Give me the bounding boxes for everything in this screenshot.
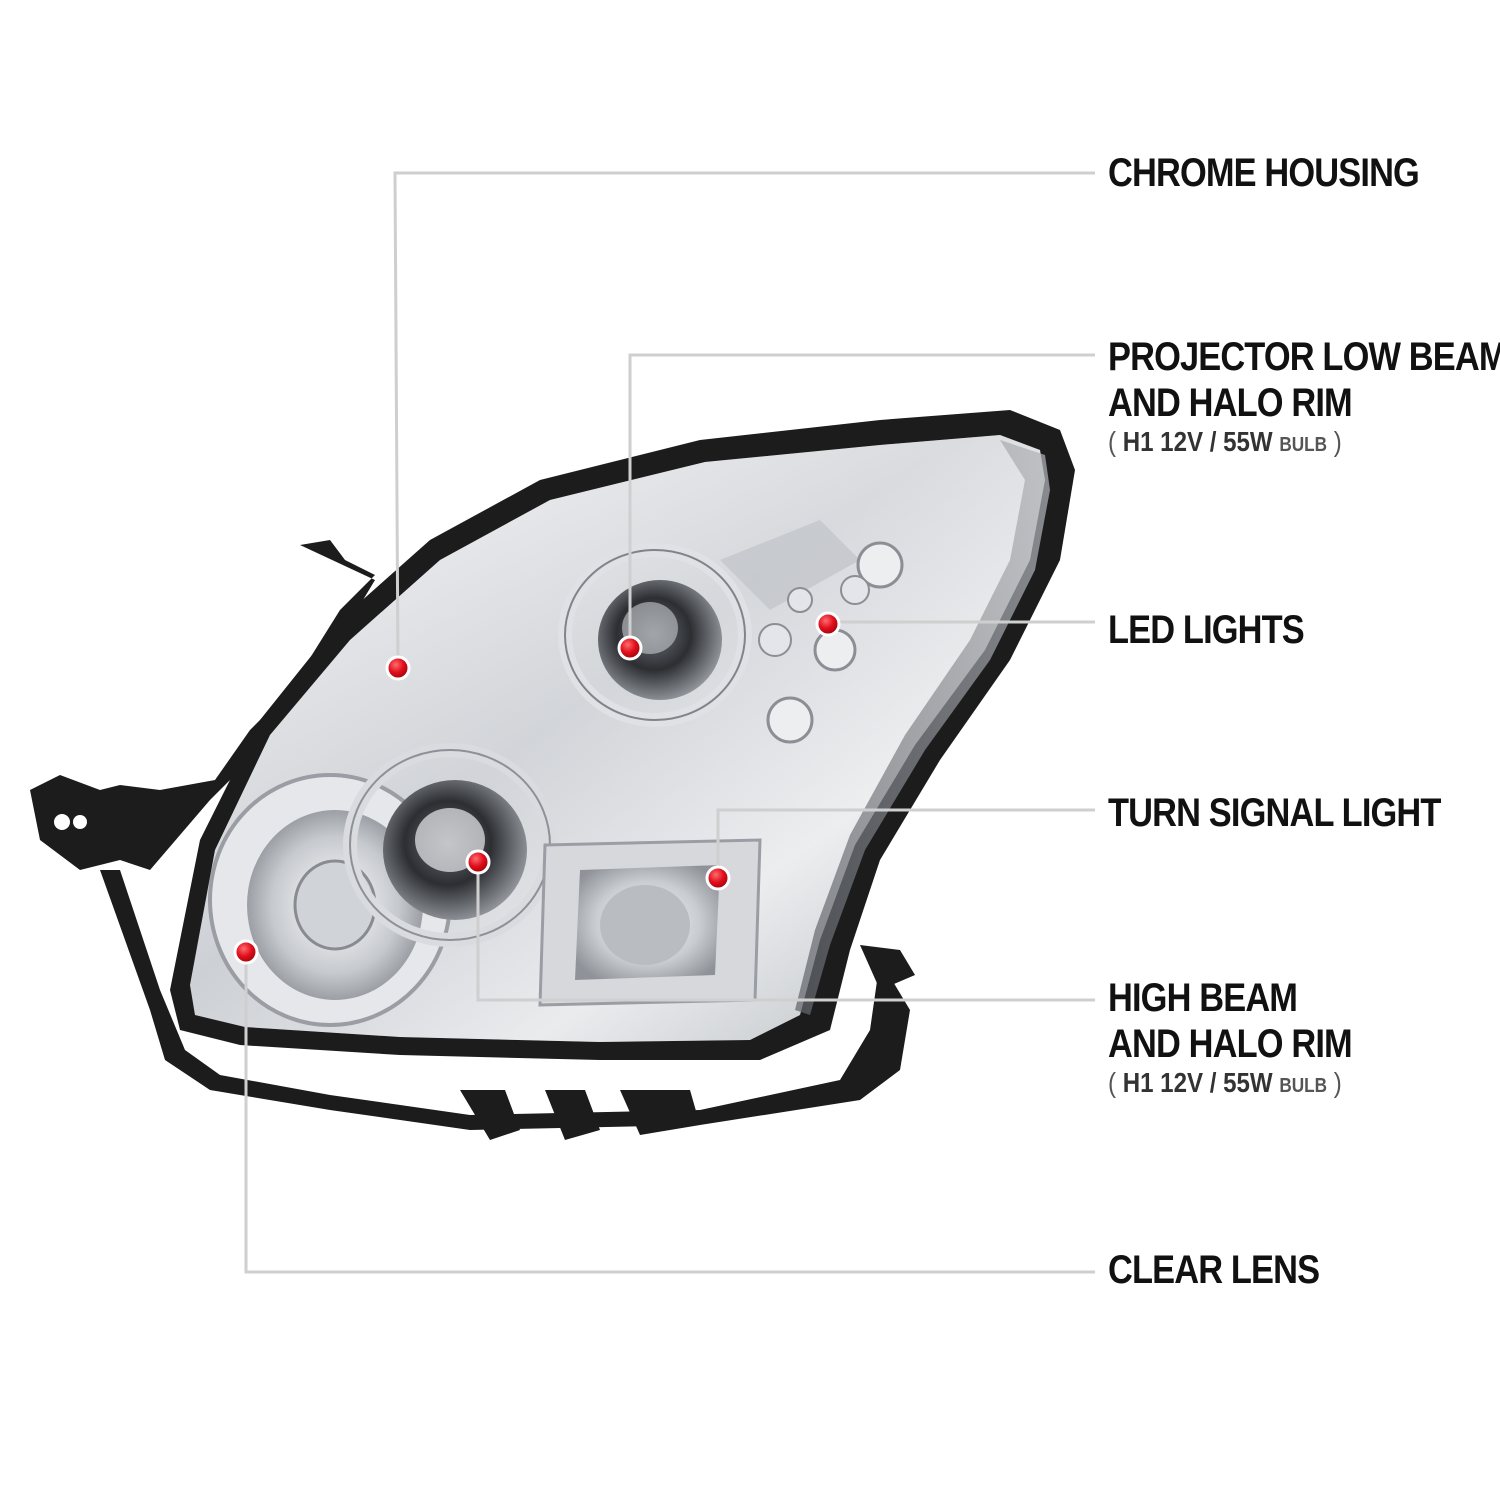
label-high-beam-spec: ( H1 12V / 55W BULB )	[1108, 1067, 1352, 1102]
marker-led-lights	[815, 611, 841, 637]
label-projector-low-beam-line2: AND HALO RIM	[1108, 381, 1353, 425]
label-projector-low-beam: PROJECTOR LOW BEAM AND HALO RIM ( H1 12V…	[1108, 334, 1500, 461]
led-cluster	[758, 541, 904, 744]
label-chrome-housing: CHROME HOUSING	[1108, 150, 1420, 196]
label-high-beam-line1: HIGH BEAM	[1108, 976, 1298, 1020]
label-clear-lens-line1: CLEAR LENS	[1108, 1248, 1320, 1292]
turn-signal-reflector	[538, 838, 762, 1007]
label-projector-low-beam-spec: ( H1 12V / 55W BULB )	[1108, 426, 1500, 461]
marker-clear-lens	[233, 939, 259, 965]
spec-bulb-unit: BULB	[1279, 434, 1328, 456]
marker-turn-signal	[705, 865, 731, 891]
marker-projector-low-beam	[617, 635, 643, 661]
label-turn-signal-light: TURN SIGNAL LIGHT	[1108, 790, 1441, 836]
label-led-lights-line1: LED LIGHTS	[1108, 608, 1305, 652]
halo-projector-mid	[343, 743, 557, 947]
leader-lines	[244, 171, 1095, 1274]
callout-markers	[233, 611, 841, 965]
marker-high-beam	[465, 849, 491, 875]
spec-close-paren: )	[1333, 426, 1342, 457]
leader-turn-signal	[716, 808, 1095, 878]
label-high-beam: HIGH BEAM AND HALO RIM ( H1 12V / 55W BU…	[1108, 975, 1353, 1102]
spec-close-paren: )	[1333, 1067, 1342, 1098]
leader-clear-lens	[244, 952, 1095, 1274]
leader-high-beam	[476, 860, 1095, 1002]
label-high-beam-line2: AND HALO RIM	[1108, 1022, 1353, 1066]
spec-open-paren: (	[1108, 426, 1117, 457]
spec-bulb-unit: BULB	[1279, 1075, 1328, 1097]
spec-open-paren: (	[1108, 1067, 1117, 1098]
label-chrome-housing-line1: CHROME HOUSING	[1108, 151, 1420, 195]
label-turn-signal-light-line1: TURN SIGNAL LIGHT	[1108, 791, 1441, 835]
marker-chrome-housing	[385, 655, 411, 681]
spec-bulb-rating: H1 12V / 55W	[1122, 426, 1273, 457]
label-clear-lens: CLEAR LENS	[1108, 1247, 1320, 1293]
leader-chrome-housing	[393, 171, 1095, 669]
leader-projector-low-beam	[628, 353, 1095, 645]
spec-bulb-rating: H1 12V / 55W	[1122, 1067, 1273, 1098]
label-projector-low-beam-line1: PROJECTOR LOW BEAM	[1108, 335, 1500, 379]
label-led-lights: LED LIGHTS	[1108, 607, 1305, 653]
mounting-bracket	[30, 540, 915, 1140]
